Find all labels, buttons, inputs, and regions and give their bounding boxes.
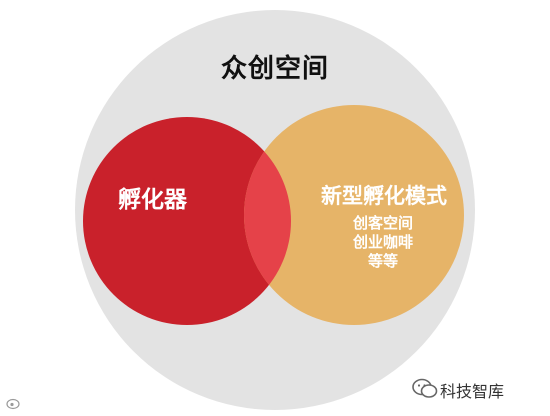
right-circle-subline: 等等 [367,252,398,270]
wechat-icon [412,378,438,398]
right-circle-label: 新型孵化模式 [321,184,447,208]
left-circle-label: 孵化器 [118,187,187,213]
right-circle-subline: 创客空间 [352,214,413,232]
watermark-text: 科技智库 [440,382,505,401]
weibo-icon [6,398,20,410]
right-circle [244,105,464,325]
left-circle [83,117,291,325]
right-circle-subline: 创业咖啡 [352,233,413,251]
diagram-title: 众创空间 [220,54,329,84]
